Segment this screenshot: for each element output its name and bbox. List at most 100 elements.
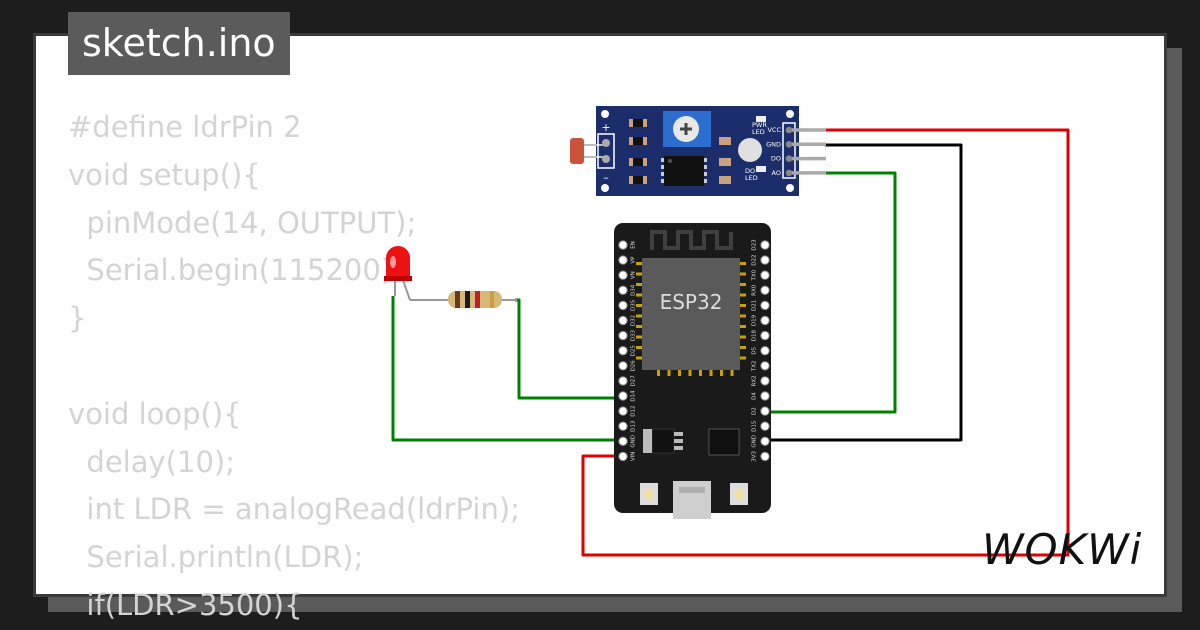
code-line: }: [68, 301, 87, 336]
esp32-pin-label: D14: [631, 390, 637, 402]
code-editor[interactable]: #define ldrPin 2 void setup(){ pinMode(14…: [68, 104, 538, 622]
esp32-pin-rx2[interactable]: [760, 376, 770, 386]
led-wire: [391, 296, 623, 442]
code-line: void setup(){: [68, 157, 261, 192]
esp32-pin-label: D34: [631, 284, 637, 296]
esp32-pin-label: D22: [752, 254, 758, 265]
esp32-pin-d19[interactable]: [760, 315, 770, 326]
esp32-pin-label: D13: [631, 420, 637, 432]
esp32-pin-label: 3V3: [752, 451, 758, 462]
esp32-pin-label: GND: [752, 435, 758, 448]
esp32-pin-d23[interactable]: [760, 240, 770, 250]
ldr-pin-vcc[interactable]: [785, 126, 793, 134]
esp32-pin-label: D4: [752, 392, 758, 400]
module-led: [738, 138, 762, 162]
code-line: #define ldrPin 2: [68, 110, 302, 144]
esp32-pin-label: EN: [631, 241, 637, 249]
code-line: if(LDR>3500){: [68, 587, 303, 622]
esp32-pin-label: D25: [631, 345, 637, 357]
esp32-pin-label: TX0: [752, 269, 758, 281]
red-led[interactable]: [384, 246, 412, 301]
esp32-pin-label: D27: [631, 375, 637, 387]
do-led-label: DO: [745, 167, 755, 175]
usb-port: [673, 481, 711, 519]
esp32-pin-vp[interactable]: [618, 255, 628, 265]
esp32-pin-d26[interactable]: [618, 361, 628, 371]
ldr-pin-do[interactable]: [785, 155, 793, 162]
esp32-pin-gnd[interactable]: [618, 436, 628, 446]
esp32-pin-label: D23: [752, 239, 758, 251]
esp32-pin-label: D21: [752, 300, 758, 311]
esp32-pin-vn[interactable]: [618, 270, 628, 280]
esp32-pin-label: D12: [631, 405, 637, 416]
code-line: int LDR = analogRead(ldrPin);: [68, 492, 520, 527]
code-line: void loop(){: [68, 396, 242, 431]
code-line: pinMode(14, OUTPUT);: [68, 205, 417, 240]
gnd-wire: [765, 143, 963, 442]
photoresistor: [570, 138, 584, 164]
esp32-pin-label: GND: [631, 435, 637, 448]
vcc-wire: [581, 128, 1070, 557]
esp32-pin-label: VIN: [631, 452, 637, 462]
esp32-pin-tx0[interactable]: [760, 270, 770, 280]
esp32-pin-d5[interactable]: [760, 346, 770, 356]
esp32-pin-3v3[interactable]: [760, 451, 770, 462]
esp32-chip-label: ESP32: [660, 290, 723, 314]
esp32-board[interactable]: ESP32 ENVPVND34D35D32D33D25D26D27D14D12D…: [614, 223, 771, 519]
pwr-led-label: PWR: [752, 121, 767, 129]
esp32-pin-label: D26: [631, 360, 637, 372]
esp32-pin-label: D5: [752, 346, 758, 354]
svg-text:LED: LED: [752, 128, 765, 136]
ldr-pin-label: AO: [772, 169, 781, 177]
esp32-pin-d33[interactable]: [618, 330, 628, 341]
sketch-title[interactable]: sketch.ino: [68, 12, 290, 75]
esp32-pin-label: D18: [752, 329, 758, 341]
svg-text:LED: LED: [745, 174, 758, 182]
wokwi-logo: WOKWi: [982, 525, 1142, 574]
esp32-pin-label: D2: [752, 407, 758, 415]
esp32-pin-label: D35: [631, 299, 637, 311]
esp32-pin-en[interactable]: [618, 240, 628, 250]
esp32-pin-d4[interactable]: [760, 391, 770, 401]
esp32-pin-d2[interactable]: [760, 406, 770, 416]
svg-text:WOKWi: WOKWi: [982, 525, 1142, 574]
esp32-pin-label: D19: [752, 314, 758, 326]
esp32-pin-label: D33: [631, 329, 637, 341]
esp32-pin-d25[interactable]: [618, 346, 628, 356]
ldr-pin-ao[interactable]: [785, 169, 793, 177]
esp32-pin-d14[interactable]: [618, 391, 628, 401]
esp32-pin-d15[interactable]: [760, 421, 770, 431]
code-line: Serial.println(LDR);: [68, 540, 364, 575]
esp32-pin-d22[interactable]: [760, 255, 770, 265]
ldr-pin-label: GND: [766, 140, 781, 148]
plus-label: +: [601, 121, 610, 134]
esp32-pin-label: TX2: [752, 360, 758, 372]
esp32-pin-label: RX2: [752, 375, 758, 386]
esp32-pin-d35[interactable]: [618, 300, 628, 311]
resistor[interactable]: [410, 291, 517, 308]
esp32-pin-d21[interactable]: [760, 300, 770, 311]
esp32-pin-d12[interactable]: [618, 406, 628, 416]
esp32-pin-d34[interactable]: [618, 285, 628, 295]
ldr-pin-gnd[interactable]: [785, 141, 793, 148]
esp32-pin-label: D15: [752, 420, 758, 432]
esp32-pin-label: VN: [631, 271, 637, 279]
esp32-pin-rx0[interactable]: [760, 285, 770, 295]
esp32-pin-d18[interactable]: [760, 330, 770, 341]
esp32-pin-label: RX0: [752, 284, 758, 296]
esp32-pin-d27[interactable]: [618, 376, 628, 386]
ao-wire: [765, 171, 897, 414]
esp32-pin-vin[interactable]: [618, 451, 628, 462]
esp32-pin-tx2[interactable]: [760, 361, 770, 371]
esp32-pin-gnd[interactable]: [760, 436, 770, 446]
esp32-pin-d13[interactable]: [618, 421, 628, 431]
ldr-pin-label: VCC: [767, 126, 781, 134]
ldr-pin-label: DO: [771, 155, 781, 163]
esp32-pin-d32[interactable]: [618, 315, 628, 326]
esp32-pin-label: VP: [631, 256, 637, 264]
resistor-wire: [515, 298, 623, 400]
esp32-pin-label: D32: [631, 315, 637, 326]
code-line: delay(10);: [68, 444, 235, 479]
